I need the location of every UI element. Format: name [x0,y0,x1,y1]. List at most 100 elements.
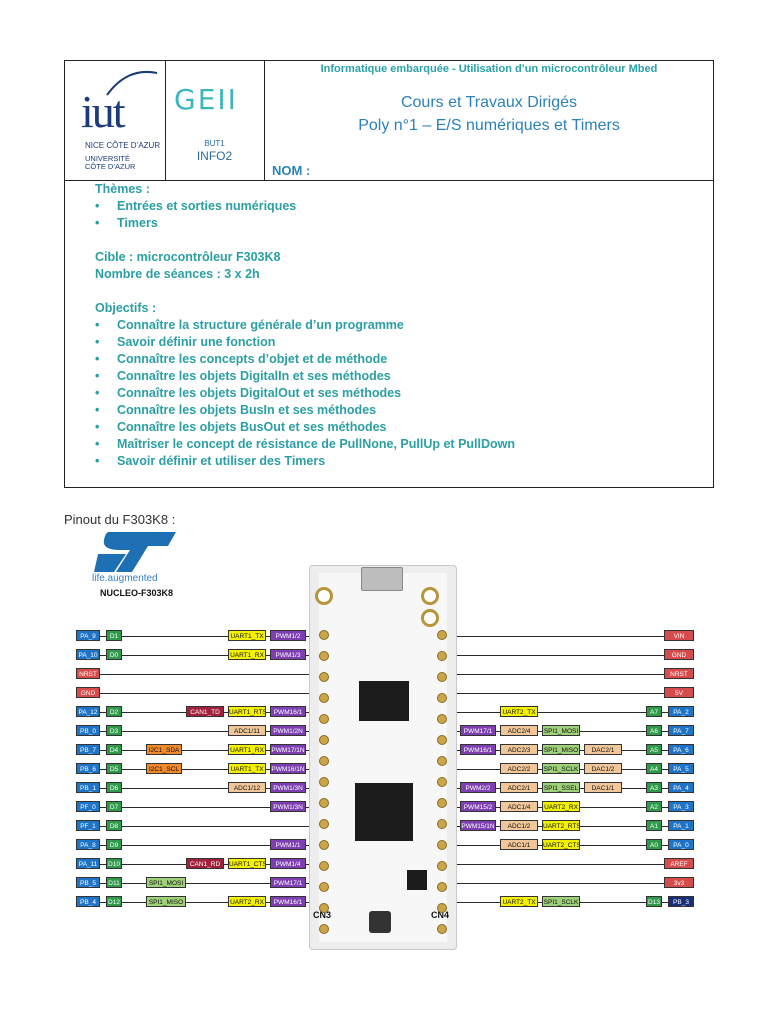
pin-tag-uart: UART2_TX [500,706,538,717]
pin-tag-port: PB_5 [76,877,100,888]
pin-tag-port: PA_4 [668,782,694,793]
pin-tag-ard: D5 [106,763,122,774]
pin-wire [76,750,318,751]
pin-tag-uart: UART1_TX [228,630,266,641]
pin-wire [76,845,318,846]
document-body: Thèmes : •Entrées et sorties numériques … [95,181,515,470]
pin-wire [76,655,318,656]
pin-tag-uart: UART1_RX [228,649,266,660]
pin-tag-dac: DAC2/1 [584,744,622,755]
pin-wire [448,674,694,675]
header-pin-pad [319,693,329,703]
pin-tag-port: PB_1 [76,782,100,793]
sessions-line: Nombre de séances : 3 x 2h [95,267,260,281]
header-pin-pad [319,714,329,724]
pin-tag-port: PA_11 [76,858,100,869]
pin-wire [448,636,694,637]
pin-tag-adc: ADC1/11 [228,725,266,736]
name-field-label: NOM : [272,163,311,178]
header-pin-pad [437,651,447,661]
header-pin-pad [437,756,447,766]
iut-logo-subtitle: NICE CÔTE D’AZUR [85,141,161,150]
pin-tag-port: PA_6 [668,744,694,755]
pin-tag-pwm: PWM16/1N [270,763,306,774]
pin-wire [76,788,318,789]
pin-row-right: GND [0,649,768,661]
pin-tag-pwm: PWM17/1 [270,877,306,888]
pin-tag-pwm: PWM1/3 [270,649,306,660]
pin-tag-port: PA_7 [668,725,694,736]
pin-tag-pwr: NRST [664,668,694,679]
stlink-chip [359,681,409,721]
pin-tag-port: PB_0 [76,725,100,736]
pin-tag-pwr: VIN [664,630,694,641]
pin-row-right: 3v3 [0,877,768,889]
pin-tag-pwm: PWM1/3N [270,801,306,812]
pin-tag-uart: UART2_TX [500,896,538,907]
pin-wire [76,636,318,637]
pin-wire [76,674,318,675]
pin-tag-ard: A0 [646,839,662,850]
pin-tag-ard: D6 [106,782,122,793]
pin-tag-ard: D2 [106,706,122,717]
pin-tag-uart: UART1_RX [228,744,266,755]
pin-row-right: 5V [0,687,768,699]
header-pin-pad [437,924,447,934]
objective-item: •Savoir définir une fonction [95,335,276,349]
iut-logo: iut NICE CÔTE D’AZUR UNIVERSITÉ CÔTE D’A… [79,67,161,175]
pin-tag-port: PA_10 [76,649,100,660]
pin-wire [448,864,694,865]
pin-tag-ard: A2 [646,801,662,812]
pin-tag-port: PA_0 [668,839,694,850]
pin-tag-ard: D9 [106,839,122,850]
pin-tag-pwm: PWM1/1 [270,839,306,850]
pin-tag-pwm: PWM1/4 [270,858,306,869]
pin-tag-uart: UART1_RTS [228,706,266,717]
pin-tag-pwm: PWM17/1N [270,744,306,755]
mount-hole [315,587,333,605]
objective-item: •Connaître la structure générale d’un pr… [95,318,404,332]
header-pin-pad [319,735,329,745]
pin-tag-pwm: PWM16/1 [270,896,306,907]
board-name: NUCLEO-F303K8 [100,588,174,598]
pin-tag-spi: SPI1_MOSI [146,877,186,888]
course-subject: Informatique embarquée - Utilisation d’u… [320,63,658,75]
header-pin-pad [319,777,329,787]
geii-logo: GEII [172,75,258,135]
pin-tag-d13: D13 [646,896,662,907]
st-logo [90,530,190,590]
pinout-title: Pinout du F303K8 : [64,512,176,527]
header-pin-pad [319,924,329,934]
header-frame: iut NICE CÔTE D’AZUR UNIVERSITÉ CÔTE D’A… [64,60,714,488]
uca-line-1: UNIVERSITÉ [85,154,131,163]
header-pin-pad [437,777,447,787]
group-label: INFO2 [196,149,233,163]
pin-tag-adc: ADC2/2 [500,763,538,774]
pin-tag-ard: A3 [646,782,662,793]
pin-tag-i2c: I2C1_SDA [146,744,182,755]
mcu-chip [355,783,413,841]
pin-tag-port: PF_1 [76,820,100,831]
pin-tag-pwr: 5V [664,687,694,698]
theme-item: •Entrées et sorties numériques [95,199,297,213]
pin-tag-adc: ADC1/4 [500,801,538,812]
objectives-label: Objectifs : [95,301,157,315]
pin-tag-pwm: PWM15/1N [460,820,496,831]
objective-item: •Savoir définir et utiliser des Timers [95,454,326,468]
logo-divider-2 [264,61,265,180]
pin-tag-ard: A4 [646,763,662,774]
pin-tag-port: PA_8 [76,839,100,850]
header-pin-pad [319,861,329,871]
reset-button[interactable] [369,911,391,933]
objective-item: •Connaître les objets BusIn et ses métho… [95,403,377,417]
pin-tag-pwr: NRST [76,668,100,679]
header-divider [65,180,713,181]
usb-connector [361,567,403,591]
header-pin-pad [319,672,329,682]
